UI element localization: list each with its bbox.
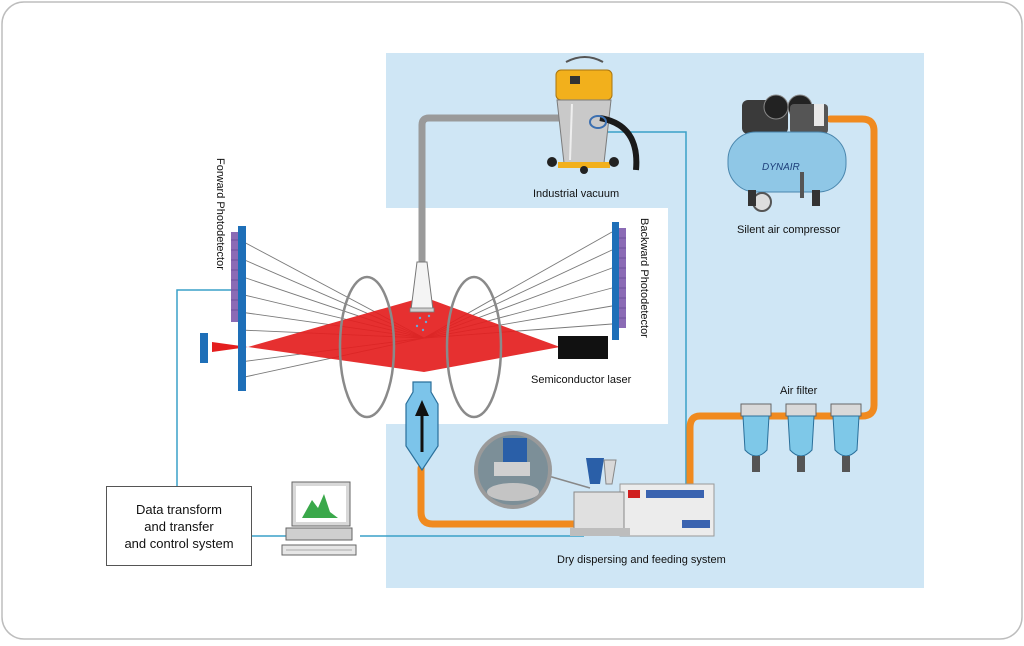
- forward-photodetector: [231, 226, 246, 391]
- vacuum-nozzle: [409, 261, 435, 332]
- feeder-magnifier: [474, 431, 591, 509]
- compressor-brand: DYNAIR: [762, 162, 800, 173]
- pipe-feeder-nozzle: [417, 464, 588, 528]
- vacuum-hose: [418, 114, 560, 262]
- label-industrial-vacuum: Industrial vacuum: [533, 188, 620, 200]
- label-semiconductor-laser: Semiconductor laser: [531, 374, 632, 386]
- backward-photodetector: [612, 222, 626, 340]
- label-air-filter: Air filter: [780, 385, 818, 397]
- label-silent-air-compressor: Silent air compressor: [737, 224, 841, 236]
- label-forward-photodetector: Forward Photodetector: [214, 158, 226, 270]
- air-compressor-image: DYNAIR: [727, 94, 847, 212]
- computer-image: [281, 481, 357, 556]
- air-filter-2: [785, 403, 817, 472]
- signal-wires: [176, 131, 687, 537]
- dispersing-nozzle: [405, 381, 439, 472]
- dry-feeder-image: [570, 458, 715, 537]
- air-filters: [740, 403, 862, 472]
- data-control-box: Data transform and transfer and control …: [106, 486, 252, 566]
- air-filter-3: [830, 403, 862, 472]
- air-filter-1: [740, 403, 772, 472]
- label-backward-photodetector: Backward Photodetector: [638, 218, 650, 338]
- air-pipes: [417, 115, 878, 528]
- lens-right: [445, 275, 503, 419]
- laser-source: [558, 336, 608, 359]
- laser-beam: [212, 297, 560, 372]
- label-dry-dispersing: Dry dispersing and feeding system: [557, 554, 726, 566]
- wire-vacuum-feeder: [607, 131, 687, 486]
- pipe-compressor-filter: [686, 115, 878, 496]
- industrial-vacuum-image: [547, 56, 640, 174]
- center-detector: [200, 333, 208, 363]
- wire-forward-detector: [176, 289, 238, 486]
- lens-left: [338, 275, 396, 419]
- label-data-control: Data transform and transfer and control …: [124, 501, 234, 551]
